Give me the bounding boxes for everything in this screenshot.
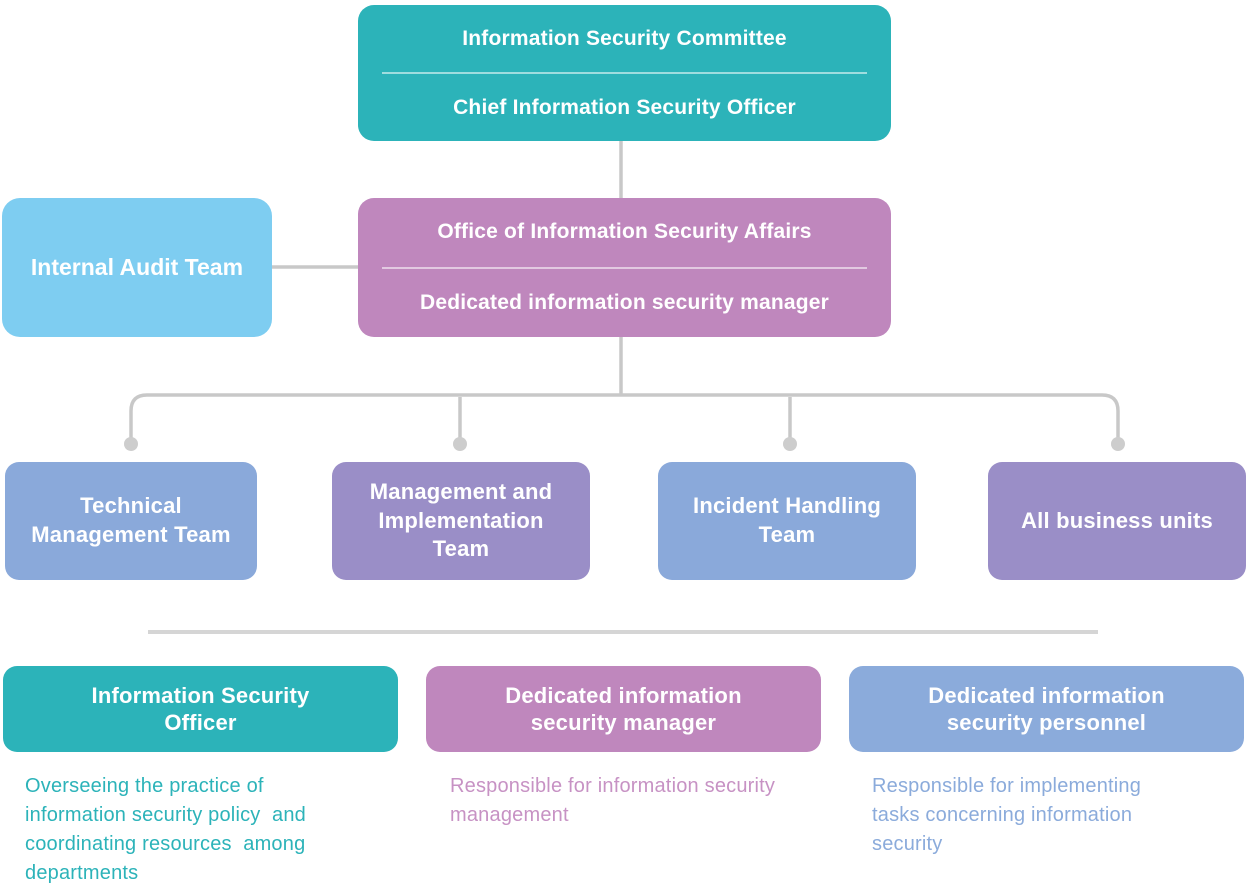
legend-card-dedicated-security-personnel: Dedicated information security personnel — [849, 666, 1244, 752]
legend-card-information-security-officer: Information Security Officer — [3, 666, 398, 752]
node-office-of-information-security-affairs: Office of Information Security Affairs D… — [358, 198, 891, 337]
team-label: Technical Management Team — [31, 493, 231, 547]
legend-description-personnel: Responsible for implementing tasks conce… — [872, 775, 1147, 855]
branch-dot-3 — [783, 437, 797, 451]
legend-section-divider — [148, 630, 1098, 634]
node-inner-divider — [382, 72, 867, 74]
node-management-implementation-team: Management and Implementation Team — [332, 462, 590, 580]
legend-description-manager: Responsible for information security man… — [450, 775, 781, 826]
legend-title: Dedicated information security personnel — [928, 682, 1165, 736]
node-internal-audit-team: Internal Audit Team — [2, 198, 272, 337]
office-label: Office of Information Security Affairs — [437, 220, 812, 244]
team-label: Management and Implementation Team — [369, 479, 553, 562]
branch-dot-1 — [124, 437, 138, 451]
team-label: All business units — [1021, 507, 1213, 533]
node-information-security-committee: Information Security Committee Chief Inf… — [358, 5, 891, 141]
legend-card-dedicated-security-manager: Dedicated information security manager — [426, 666, 821, 752]
legend-title: Dedicated information security manager — [505, 682, 742, 736]
node-incident-handling-team: Incident Handling Team — [658, 462, 916, 580]
legend-description-officer: Overseeing the practice of information s… — [25, 775, 312, 884]
branch-line — [129, 393, 1120, 438]
team-label: Incident Handling Team — [693, 493, 881, 547]
branch-dot-2 — [453, 437, 467, 451]
committee-label: Information Security Committee — [462, 26, 787, 50]
node-all-business-units: All business units — [988, 462, 1246, 580]
legend-title: Information Security Officer — [91, 682, 310, 736]
node-technical-management-team: Technical Management Team — [5, 462, 257, 580]
branch-dot-4 — [1111, 437, 1125, 451]
office-manager-label: Dedicated information security manager — [419, 290, 830, 314]
ciso-label: Chief Information Security Officer — [453, 95, 796, 119]
node-inner-divider — [382, 266, 867, 269]
internal-audit-label: Internal Audit Team — [30, 254, 244, 280]
